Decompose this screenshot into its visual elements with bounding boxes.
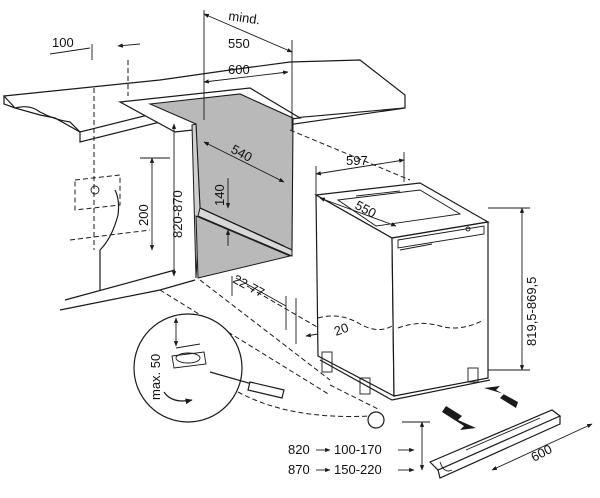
label-mind: mind. xyxy=(228,8,262,27)
label-gap: 22-77 xyxy=(231,271,267,300)
appliance xyxy=(314,182,491,401)
label-appliance-height: 819,5-869,5 xyxy=(524,277,539,346)
label-wall-offset: 100 xyxy=(52,35,74,50)
plinth-vertical-arrow xyxy=(402,421,430,471)
dim-wall-offset: 100 xyxy=(49,35,141,60)
plinth-table-row-2: 870 150-220 xyxy=(288,462,415,477)
adjustment-detail: max. 50 xyxy=(133,313,385,429)
label-max-adjust: max. 50 xyxy=(148,354,163,400)
row-1-height: 820 xyxy=(288,442,310,457)
dim-appliance-height: 819,5-869,5 xyxy=(488,207,539,371)
arrow-in-icon xyxy=(484,386,518,408)
label-appliance-width: 597 xyxy=(346,153,368,168)
row-1-range: 100-170 xyxy=(334,442,382,457)
row-2-range: 150-220 xyxy=(334,462,382,477)
label-niche-depth-min: 550 xyxy=(228,36,250,51)
plinth-table-row-1: 820 100-170 xyxy=(288,442,415,457)
label-niche-height: 820-870 xyxy=(170,190,185,238)
dim-niche-height: 820-870 xyxy=(170,123,185,277)
dim-niche-width: 600 xyxy=(203,62,289,84)
label-opening-height: 200 xyxy=(136,204,151,226)
row-2-height: 870 xyxy=(288,462,310,477)
label-toe-offset: 20 xyxy=(332,320,351,339)
label-plinth-width: 600 xyxy=(528,441,554,464)
label-niche-width: 600 xyxy=(228,62,250,77)
dim-opening-offset: 140 xyxy=(212,178,231,246)
dim-gap: 22-77 xyxy=(231,271,287,330)
dim-appliance-width: 597 xyxy=(315,152,405,194)
label-opening-offset: 140 xyxy=(212,184,227,206)
dim-opening-height: 200 xyxy=(136,157,170,251)
dim-niche-depth-min: mind. 550 xyxy=(203,8,293,130)
appliance-door xyxy=(391,221,489,397)
arrow-out-icon xyxy=(442,406,476,430)
dim-toe-offset: 20 xyxy=(295,298,351,344)
left-cabinet xyxy=(59,60,196,311)
plinth-table: 820 100-170 870 150-220 xyxy=(288,442,415,477)
plinth-movement-arrows xyxy=(442,386,518,430)
